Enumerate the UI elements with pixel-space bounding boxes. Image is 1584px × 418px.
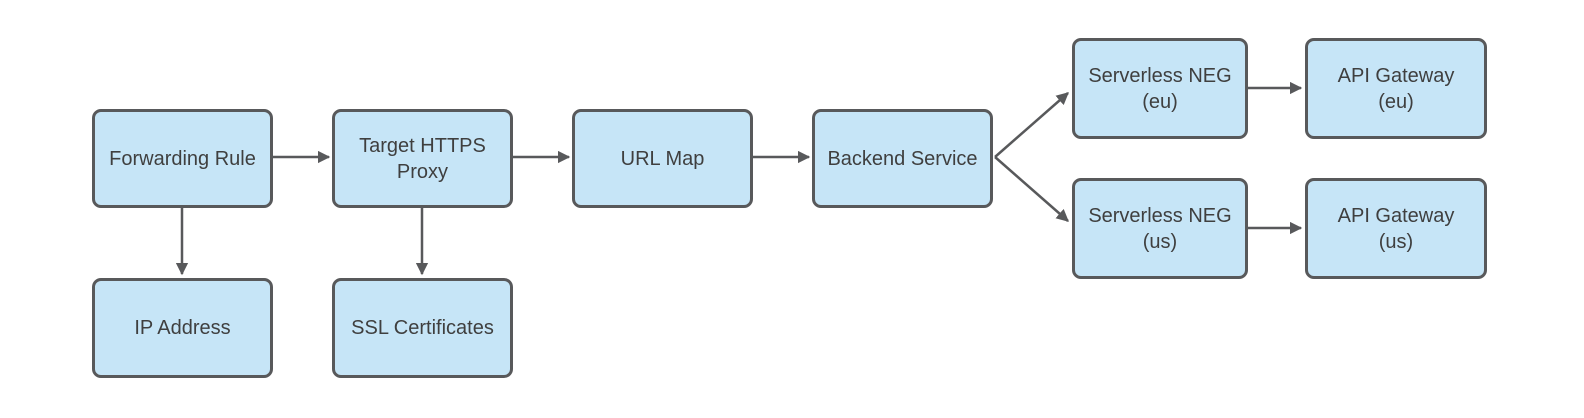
node-forwarding-rule[interactable]: Forwarding Rule (92, 109, 273, 208)
edge-backend-service-to-serverless-neg-us (994, 156, 1069, 222)
node-url-map[interactable]: URL Map (572, 109, 753, 208)
node-target-https-proxy[interactable]: Target HTTPS Proxy (332, 109, 513, 208)
node-api-gateway-us[interactable]: API Gateway (us) (1305, 178, 1487, 279)
node-api-gateway-eu[interactable]: API Gateway (eu) (1305, 38, 1487, 139)
node-serverless-neg-eu[interactable]: Serverless NEG (eu) (1072, 38, 1248, 139)
edge-backend-service-to-serverless-neg-eu (994, 92, 1069, 158)
node-ip-address[interactable]: IP Address (92, 278, 273, 378)
node-serverless-neg-us[interactable]: Serverless NEG (us) (1072, 178, 1248, 279)
node-backend-service[interactable]: Backend Service (812, 109, 993, 208)
node-ssl-certificates[interactable]: SSL Certificates (332, 278, 513, 378)
